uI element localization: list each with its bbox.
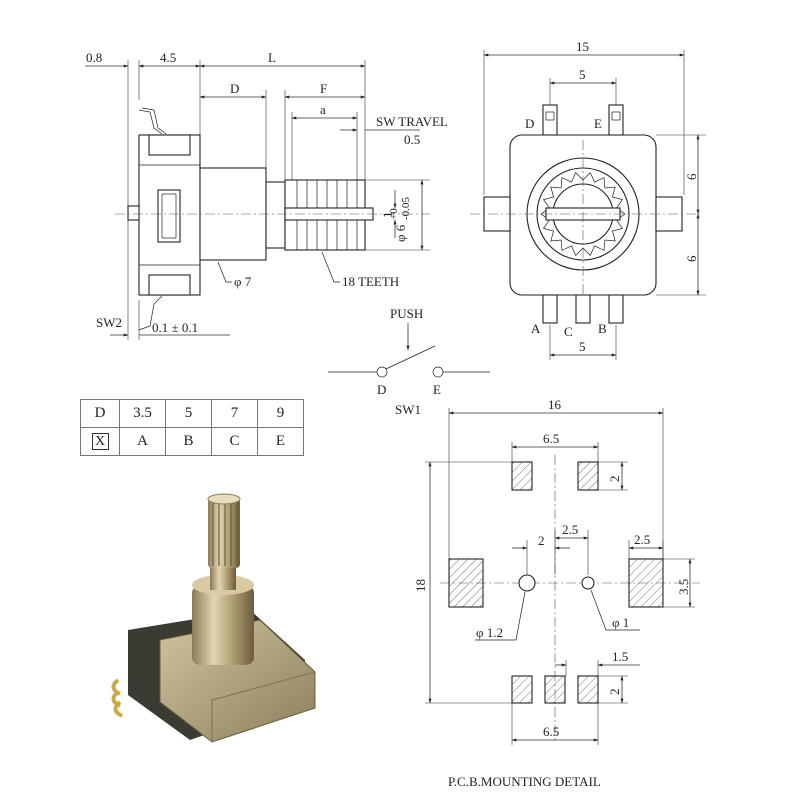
table-cell: E [257,427,304,456]
dim-4-5: 4.5 [160,50,176,65]
table-row: D 3.5 5 7 9 [80,399,304,428]
dim-L: L [268,50,276,65]
pin-E: E [594,116,602,131]
dim-F: F [320,81,327,96]
dim-phi6-tol-top: +0 [388,208,400,220]
pcb-bottom-pad-h: 2 [607,689,622,696]
pcb-width: 16 [548,397,562,412]
front-upper-half: 6 [684,173,699,180]
front-width: 15 [576,39,589,54]
dim-a: a [320,102,326,117]
pcb-caption: P.C.B.MOUNTING DETAIL [448,774,601,789]
pcb-side-pad-w: 2.5 [634,532,650,547]
pcb-bottom-span: 6.5 [543,724,559,739]
pcb-top-pad-h: 2 [607,476,622,483]
sw-travel-label: SW TRAVEL [376,114,448,129]
dim-phi7: φ 7 [234,274,252,289]
pcb-detail: 16 6.5 2 18 2 2.5 [413,397,700,789]
switch-schematic: PUSH D E SW1 [328,306,490,417]
front-view: 15 5 D E A C B 5 [470,39,706,360]
dim-0-8: 0.8 [86,50,102,65]
pcb-height: 18 [413,579,428,592]
encoder-bushing [192,585,254,665]
node-E: E [433,382,441,397]
table-cell: 9 [257,399,304,428]
switch-name: SW1 [395,402,421,417]
sw2-label: SW2 [96,315,122,330]
tolerance-label: 0.1 ± 0.1 [152,320,198,335]
code-table: D 3.5 5 7 9 X A B C E [80,399,304,456]
boxed-code: X [91,433,109,450]
node-D: D [377,382,386,397]
encoder-photo [111,493,316,743]
table-cell: A [119,427,166,456]
front-bottom-pitch: 5 [579,339,586,354]
pcb-hole-big: φ 1.2 [476,625,503,640]
gear-outline [540,171,626,257]
pin-B: B [598,321,607,336]
pcb-hole-small: φ 1 [612,615,629,630]
table-cell: D [80,399,120,428]
pcb-bottom-pitch: 1.5 [612,649,628,664]
table-cell: X [80,427,120,456]
sw-travel-value: 0.5 [404,132,420,147]
pin-D: D [525,116,534,131]
dim-one: 1 [380,212,395,219]
dim-D: D [230,81,239,96]
table-cell: 5 [165,399,212,428]
pcb-hole-spacing: 2.5 [562,522,578,537]
front-lower-half: 6 [684,255,699,262]
pin-C: C [564,324,573,339]
pcb-side-pad-h: 3.5 [676,579,691,595]
table-cell: C [211,427,258,456]
encoder-knob [208,498,240,568]
dim-phi6: φ 6 [393,224,408,242]
teeth-label: 18 TEETH [342,274,399,289]
push-label: PUSH [390,306,423,321]
front-top-pitch: 5 [579,67,586,82]
pcb-top-span: 6.5 [543,431,559,446]
table-cell: B [165,427,212,456]
table-cell: 7 [211,399,258,428]
table-cell: 3.5 [119,399,166,428]
dim-phi6-tol-bottom: -0.05 [400,197,412,220]
side-view: 0.8 4.5 L D F a SW TRAVEL 0.5 [85,50,448,340]
pin-A: A [531,321,541,336]
table-row: X A B C E [80,427,304,456]
pcb-hole-offset: 2 [538,533,545,548]
